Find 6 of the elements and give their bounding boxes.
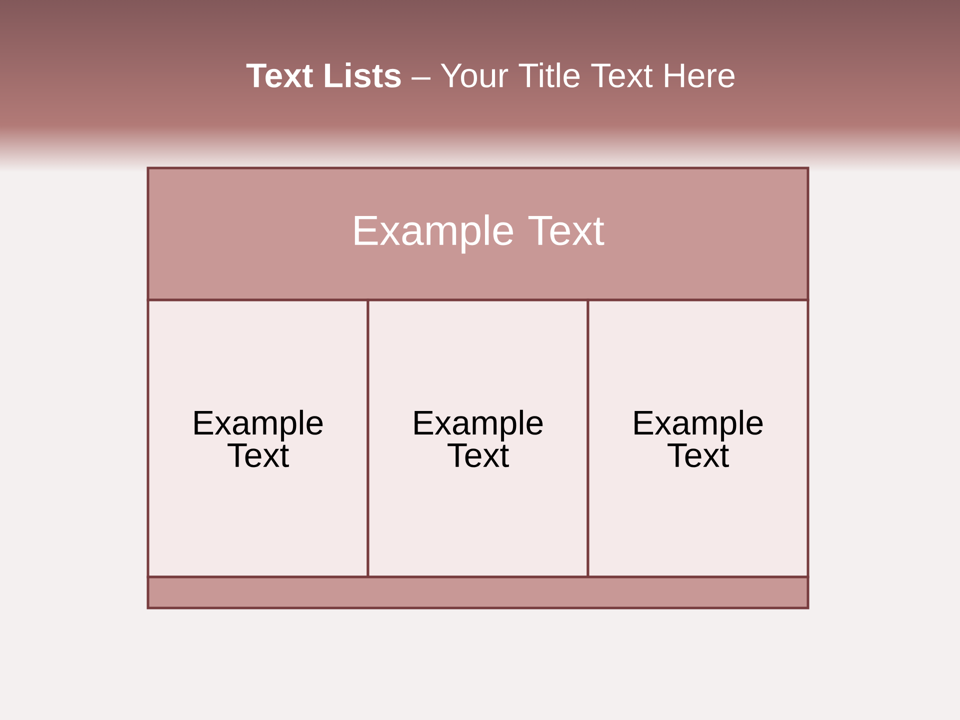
footer-bar	[146, 576, 810, 610]
text-box: Example Text	[366, 298, 590, 578]
text-box: Example Text	[146, 298, 370, 578]
text-box: Example Text	[586, 298, 810, 578]
title: Text Lists – Your Title Text Here	[246, 62, 734, 88]
header-box: Example Text	[146, 166, 810, 302]
